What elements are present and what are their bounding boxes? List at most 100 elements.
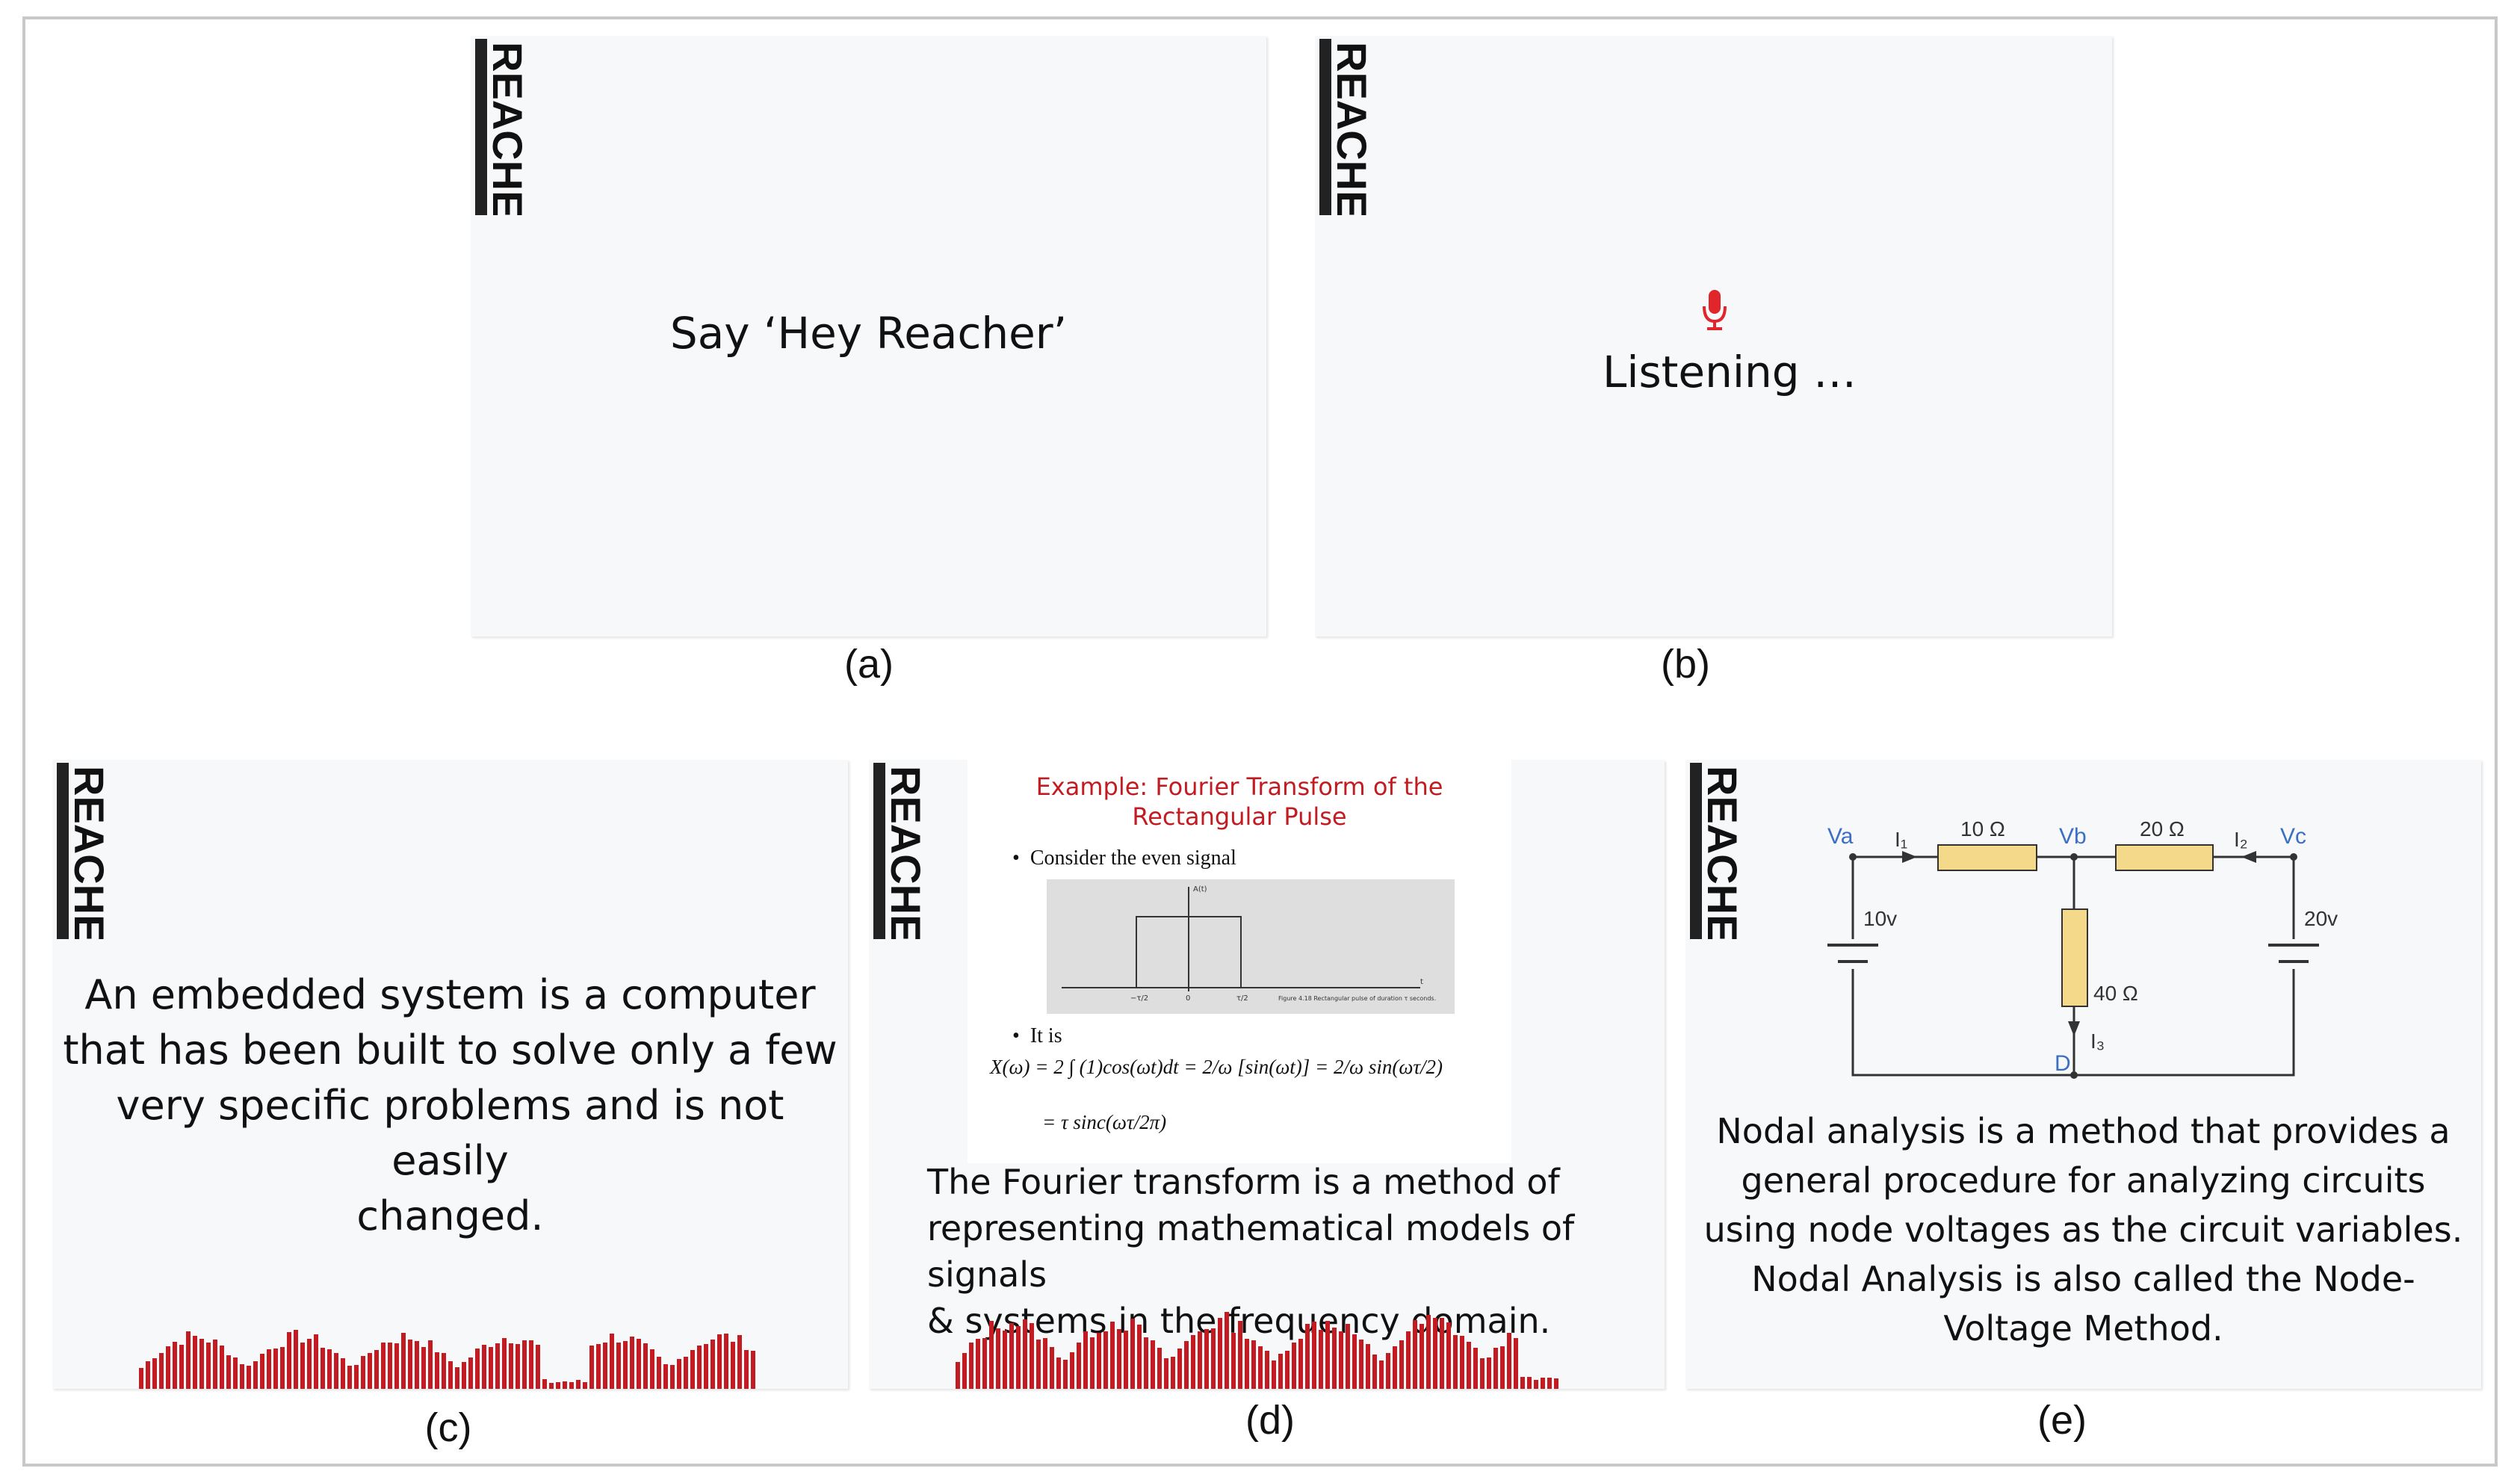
waveform-bar bbox=[1554, 1378, 1558, 1389]
waveform-bar bbox=[1359, 1340, 1363, 1389]
waveform-bar bbox=[610, 1334, 614, 1389]
waveform-bar bbox=[1030, 1323, 1034, 1389]
svg-text:REACHER: REACHER bbox=[1328, 42, 1367, 215]
panel-a-wake-screen: REACHER Say ‘Hey Reacher’ bbox=[471, 36, 1266, 637]
waveform-bar bbox=[482, 1345, 486, 1389]
waveform-bar bbox=[989, 1321, 994, 1389]
svg-text:10 Ω: 10 Ω bbox=[1960, 817, 2005, 840]
waveform-bar bbox=[956, 1362, 960, 1389]
waveform-bar bbox=[1036, 1340, 1041, 1389]
slide-image: Example: Fourier Transform of the Rectan… bbox=[968, 760, 1511, 1163]
waveform-bar bbox=[556, 1382, 560, 1389]
slide-bullet-2: • It is bbox=[1012, 1024, 1062, 1047]
svg-text:20v: 20v bbox=[2304, 907, 2338, 930]
waveform-bar bbox=[475, 1349, 480, 1389]
waveform-bar bbox=[630, 1337, 634, 1389]
waveform-bar bbox=[287, 1332, 291, 1389]
waveform-bar bbox=[388, 1343, 392, 1389]
reacher-logo: REACHER bbox=[1319, 39, 1367, 215]
svg-text:Vb: Vb bbox=[2059, 824, 2087, 849]
waveform-bar bbox=[374, 1350, 379, 1389]
waveform-bar bbox=[1346, 1324, 1350, 1389]
waveform-bar bbox=[1137, 1325, 1142, 1389]
waveform-bar bbox=[1265, 1351, 1269, 1389]
waveform-bar bbox=[381, 1343, 386, 1389]
waveform-bar bbox=[1352, 1334, 1357, 1389]
waveform-bar bbox=[273, 1349, 278, 1389]
caption-a: (a) bbox=[844, 642, 894, 687]
svg-text:Vc: Vc bbox=[2280, 824, 2306, 849]
svg-text:10v: 10v bbox=[1863, 907, 1897, 930]
waveform-bar bbox=[583, 1382, 587, 1389]
waveform-bar bbox=[1130, 1319, 1135, 1389]
waveform-bar bbox=[1433, 1318, 1437, 1389]
waveform-bar bbox=[1426, 1315, 1431, 1389]
waveform-bar bbox=[1184, 1341, 1189, 1389]
waveform-bar bbox=[401, 1333, 406, 1389]
reacher-logo: REACHER bbox=[475, 39, 523, 215]
waveform-bar bbox=[1097, 1333, 1101, 1389]
waveform-bar bbox=[529, 1340, 533, 1389]
waveform-bar bbox=[657, 1357, 661, 1389]
svg-text:I₂: I₂ bbox=[2234, 828, 2248, 851]
waveform-bar bbox=[1487, 1357, 1491, 1389]
fourier-equation-2: = τ sinc(ωτ/2π) bbox=[1042, 1111, 1167, 1133]
svg-text:−τ/2: −τ/2 bbox=[1130, 994, 1148, 1003]
waveform-bar bbox=[1251, 1340, 1256, 1389]
waveform-bar bbox=[1103, 1331, 1108, 1389]
waveform-bar bbox=[199, 1339, 204, 1389]
waveform-bar bbox=[300, 1343, 305, 1389]
waveform-bar bbox=[1527, 1377, 1532, 1389]
waveform-bar bbox=[717, 1334, 722, 1389]
waveform-bar bbox=[744, 1350, 749, 1389]
waveform-bar bbox=[394, 1343, 399, 1389]
waveform-bar bbox=[976, 1339, 980, 1389]
waveform-bar bbox=[623, 1341, 628, 1389]
resistor-10-ohm bbox=[1937, 844, 2037, 871]
waveform-bar bbox=[1547, 1378, 1552, 1389]
waveform-bar bbox=[982, 1338, 987, 1389]
waveform-bar bbox=[1144, 1337, 1148, 1389]
waveform-bar bbox=[173, 1342, 177, 1389]
waveform-bar bbox=[435, 1352, 439, 1389]
waveform-bar bbox=[1272, 1360, 1276, 1389]
waveform-bar bbox=[542, 1379, 547, 1389]
waveform-bar bbox=[1366, 1344, 1370, 1389]
waveform-bar bbox=[314, 1334, 318, 1389]
waveform-bar bbox=[1413, 1320, 1417, 1389]
waveform-bar bbox=[1204, 1329, 1209, 1389]
waveform-bar bbox=[969, 1343, 973, 1389]
waveform-bar bbox=[1507, 1333, 1511, 1389]
waveform-bar bbox=[408, 1340, 412, 1389]
waveform-bar bbox=[677, 1359, 681, 1389]
waveform-bar bbox=[1339, 1331, 1343, 1389]
waveform-bar bbox=[522, 1340, 527, 1389]
waveform-bar bbox=[1500, 1346, 1505, 1389]
waveform-bar bbox=[206, 1343, 211, 1389]
resistor-20-ohm bbox=[2115, 844, 2214, 871]
microphone-icon[interactable] bbox=[1700, 288, 1730, 333]
svg-text:τ/2: τ/2 bbox=[1236, 994, 1248, 1003]
waveform-bar bbox=[1043, 1338, 1047, 1389]
waveform-bar bbox=[1225, 1312, 1229, 1389]
waveform-bar bbox=[737, 1335, 742, 1389]
waveform-bar bbox=[1023, 1319, 1027, 1389]
waveform-bar bbox=[421, 1347, 426, 1389]
waveform-bar bbox=[1110, 1322, 1115, 1389]
waveform-bar bbox=[711, 1340, 715, 1389]
waveform-bar bbox=[321, 1348, 325, 1389]
caption-c: (c) bbox=[424, 1405, 472, 1450]
reacher-logo: REACHER bbox=[873, 763, 921, 939]
waveform-bar bbox=[996, 1328, 1000, 1389]
waveform-bar bbox=[442, 1353, 446, 1389]
audio-waveform bbox=[139, 1322, 755, 1389]
waveform-bar bbox=[1541, 1378, 1545, 1389]
waveform-bar bbox=[1198, 1331, 1202, 1389]
slide-bullet-1: • Consider the even signal bbox=[1012, 846, 1236, 870]
panel-b-listening-screen: REACHER Listening … bbox=[1315, 36, 2112, 637]
waveform-bar bbox=[1332, 1328, 1337, 1389]
waveform-bar bbox=[159, 1353, 164, 1389]
listening-status: Listening … bbox=[1603, 347, 1857, 397]
waveform-bar bbox=[468, 1357, 473, 1389]
waveform-bar bbox=[1083, 1331, 1088, 1389]
